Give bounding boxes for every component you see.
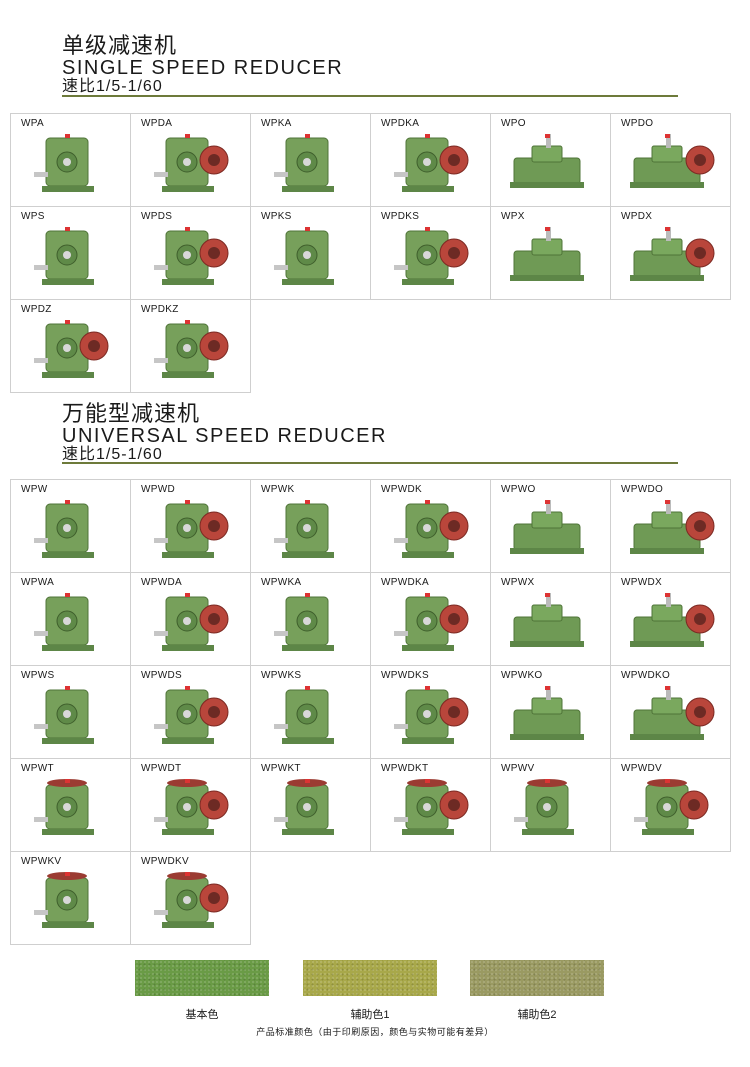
- product-cell-wpwdkt: WPWDKT: [371, 759, 491, 852]
- single-product-grid: WPA WPDA WPKA WPDKA WPO WPDO WPS WPDS WPKS WPDKS W…: [10, 113, 731, 393]
- product-label: WPWKV: [21, 856, 62, 867]
- product-cell-wpws: WPWS: [11, 666, 131, 759]
- product-label: WPWK: [261, 484, 295, 495]
- product-cell-wpwx: WPWX: [491, 573, 611, 666]
- product-label: WPDX: [621, 211, 653, 222]
- product-cell-wpwdk: WPWDK: [371, 480, 491, 573]
- product-label: WPWDO: [621, 484, 664, 495]
- product-cell-wpwkt: WPWKT: [251, 759, 371, 852]
- product-label: WPO: [501, 118, 526, 129]
- product-cell-wpwk: WPWK: [251, 480, 371, 573]
- universal-rule: [62, 462, 678, 464]
- product-label: WPW: [21, 484, 48, 495]
- product-label: WPDKA: [381, 118, 420, 129]
- single-title-cn: 单级减速机: [62, 33, 178, 58]
- swatch-label-aux-2: 辅助色2: [517, 1009, 557, 1021]
- product-cell-wpdks: WPDKS: [371, 207, 491, 300]
- product-label: WPWDKA: [381, 577, 429, 588]
- product-cell-wpdkz: WPDKZ: [131, 300, 251, 393]
- universal-title-cn: 万能型减速机: [62, 401, 201, 426]
- product-cell-wpda: WPDA: [131, 114, 251, 207]
- universal-ratio: 速比1/5-1/60: [62, 446, 163, 463]
- product-cell-wpa: WPA: [11, 114, 131, 207]
- product-cell-wpwdo: WPWDO: [611, 480, 731, 573]
- product-label: WPWDKT: [381, 763, 429, 774]
- universal-title-en: UNIVERSAL SPEED REDUCER: [62, 425, 387, 447]
- product-label: WPWV: [501, 763, 535, 774]
- product-label: WPWDA: [141, 577, 182, 588]
- single-ratio: 速比1/5-1/60: [62, 78, 163, 95]
- product-label: WPWDKO: [621, 670, 671, 681]
- product-label: WPWKS: [261, 670, 302, 681]
- product-cell-wpds: WPDS: [131, 207, 251, 300]
- product-cell-wpwt: WPWT: [11, 759, 131, 852]
- product-cell-wpx: WPX: [491, 207, 611, 300]
- product-label: WPWDS: [141, 670, 182, 681]
- product-cell-wpwdv: WPWDV: [611, 759, 731, 852]
- product-cell-wpks: WPKS: [251, 207, 371, 300]
- product-label: WPWT: [21, 763, 54, 774]
- swatch-aux-color-1: [303, 960, 437, 996]
- product-cell-wpdka: WPDKA: [371, 114, 491, 207]
- product-label: WPWX: [501, 577, 535, 588]
- color-note: 产品标准颜色（由于印刷原因，颜色与实物可能有差异）: [256, 1027, 494, 1037]
- product-cell-wpwka: WPWKA: [251, 573, 371, 666]
- product-label: WPWKO: [501, 670, 543, 681]
- swatch-label-base: 基本色: [185, 1009, 219, 1021]
- product-label: WPDKS: [381, 211, 420, 222]
- product-label: WPWDX: [621, 577, 662, 588]
- product-label: WPDKZ: [141, 304, 179, 315]
- swatch-aux-color-2: [470, 960, 604, 996]
- product-label: WPWS: [21, 670, 55, 681]
- product-cell-wpw: WPW: [11, 480, 131, 573]
- product-label: WPS: [21, 211, 45, 222]
- product-cell-wpdx: WPDX: [611, 207, 731, 300]
- product-cell-wpwko: WPWKO: [491, 666, 611, 759]
- product-cell-wpwdkv: WPWDKV: [131, 852, 251, 945]
- product-label: WPKA: [261, 118, 292, 129]
- product-cell-wpwa: WPWA: [11, 573, 131, 666]
- product-label: WPWD: [141, 484, 175, 495]
- swatch-label-aux-1: 辅助色1: [350, 1009, 390, 1021]
- product-label: WPWDT: [141, 763, 182, 774]
- product-cell-wpwv: WPWV: [491, 759, 611, 852]
- product-label: WPDZ: [21, 304, 52, 315]
- product-label: WPWDKS: [381, 670, 429, 681]
- product-cell-wpwdks: WPWDKS: [371, 666, 491, 759]
- product-label: WPA: [21, 118, 44, 129]
- product-label: WPWA: [21, 577, 55, 588]
- product-cell-wpwdko: WPWDKO: [611, 666, 731, 759]
- product-cell-wpdo: WPDO: [611, 114, 731, 207]
- product-label: WPWKA: [261, 577, 302, 588]
- product-cell-wps: WPS: [11, 207, 131, 300]
- product-label: WPDA: [141, 118, 173, 129]
- product-cell-wpo: WPO: [491, 114, 611, 207]
- product-cell-wpwkv: WPWKV: [11, 852, 131, 945]
- single-title-block: 单级减速机 SINGLE SPEED REDUCER 速比1/5-1/60: [62, 34, 343, 96]
- product-label: WPWKT: [261, 763, 301, 774]
- swatch-base-color: [135, 960, 269, 996]
- product-cell-wpwks: WPWKS: [251, 666, 371, 759]
- product-label: WPWDKV: [141, 856, 189, 867]
- product-cell-wpwo: WPWO: [491, 480, 611, 573]
- product-cell-wpwda: WPWDA: [131, 573, 251, 666]
- product-cell-wpwdka: WPWDKA: [371, 573, 491, 666]
- product-cell-wpdz: WPDZ: [11, 300, 131, 393]
- product-cell-wpwdx: WPWDX: [611, 573, 731, 666]
- product-label: WPWDV: [621, 763, 662, 774]
- product-label: WPDS: [141, 211, 173, 222]
- single-title-en: SINGLE SPEED REDUCER: [62, 57, 344, 79]
- product-label: WPKS: [261, 211, 292, 222]
- product-cell-wpwds: WPWDS: [131, 666, 251, 759]
- universal-product-grid: WPW WPWD WPWK WPWDK WPWO WPWDO WPWA WPWDA WPWKA W…: [10, 479, 731, 945]
- product-cell-wpwdt: WPWDT: [131, 759, 251, 852]
- product-label: WPWDK: [381, 484, 422, 495]
- product-label: WPWO: [501, 484, 536, 495]
- product-label: WPDO: [621, 118, 654, 129]
- universal-title-block: 万能型减速机 UNIVERSAL SPEED REDUCER 速比1/5-1/6…: [62, 402, 387, 464]
- product-label: WPX: [501, 211, 525, 222]
- product-cell-wpwd: WPWD: [131, 480, 251, 573]
- product-cell-wpka: WPKA: [251, 114, 371, 207]
- single-rule: [62, 95, 678, 97]
